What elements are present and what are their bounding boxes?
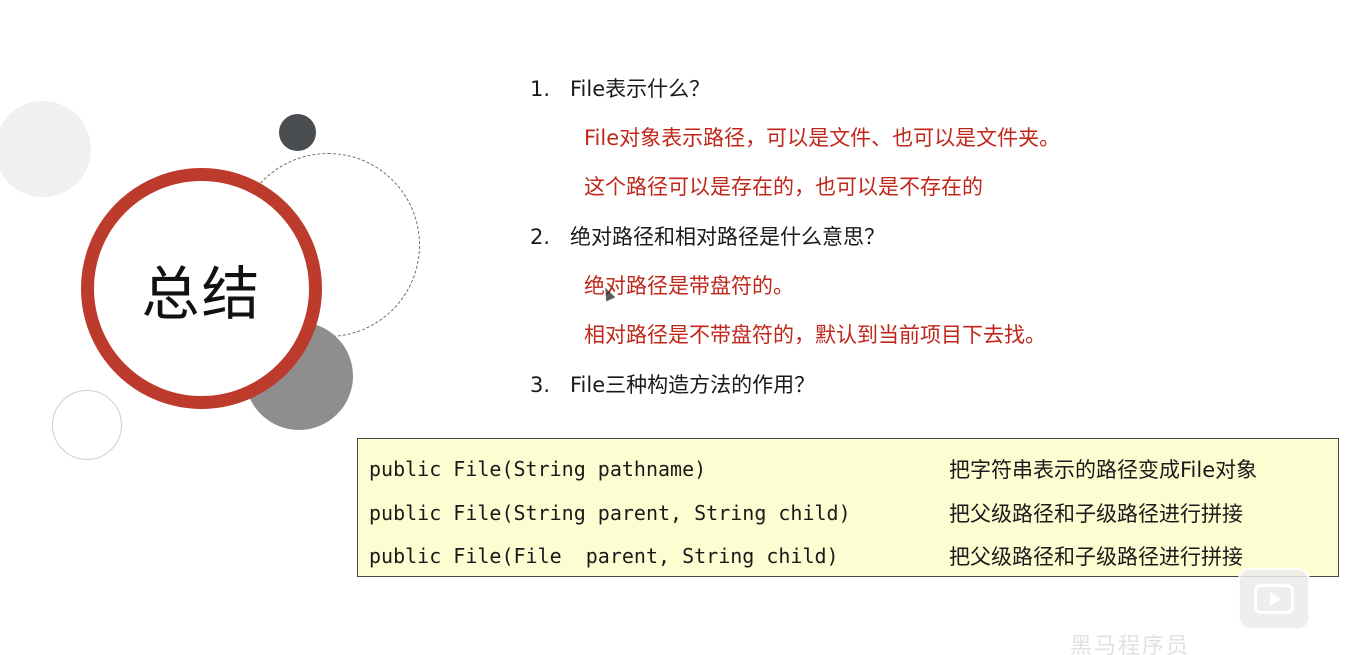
question-1: 1. File表示什么？	[530, 73, 710, 103]
question-number: 3.	[530, 373, 551, 397]
watermark: 黑马程序员	[1070, 634, 1191, 655]
constructor-table: public File(String pathname) 把字符串表示的路径变成…	[357, 438, 1339, 577]
summary-ring: 总结	[81, 168, 322, 409]
decorative-circle-outline	[52, 390, 122, 460]
slide-title: 总结	[141, 259, 262, 328]
answer-1-1: File对象表示路径，可以是文件、也可以是文件夹。	[584, 126, 1061, 150]
constructor-description: 把字符串表示的路径变成File对象	[949, 458, 1258, 482]
question-3: 3. File三种构造方法的作用？	[530, 369, 815, 399]
constructor-row: public File(String pathname) 把字符串表示的路径变成…	[369, 454, 1329, 484]
question-text: 绝对路径和相对路径是什么意思？	[570, 225, 885, 249]
question-number: 2.	[530, 225, 551, 249]
question-2: 2. 绝对路径和相对路径是什么意思？	[530, 221, 885, 251]
constructor-description: 把父级路径和子级路径进行拼接	[949, 545, 1243, 569]
play-triangle-icon	[1270, 592, 1281, 606]
constructor-row: public File(String parent, String child)…	[369, 498, 1329, 528]
answer-2-2: 相对路径是不带盘符的，默认到当前项目下去找。	[584, 323, 1046, 347]
question-number: 1.	[530, 77, 551, 101]
constructor-signature: public File(File parent, String child)	[369, 544, 839, 568]
constructor-description: 把父级路径和子级路径进行拼接	[949, 502, 1243, 526]
decorative-circle-dark	[279, 114, 316, 151]
answer-2-1: 绝对路径是带盘符的。	[584, 274, 794, 298]
constructor-signature: public File(String parent, String child)	[369, 501, 851, 525]
play-icon	[1254, 584, 1294, 614]
play-button[interactable]	[1238, 568, 1310, 630]
answer-1-2: 这个路径可以是存在的，也可以是不存在的	[584, 175, 983, 199]
constructor-signature: public File(String pathname)	[369, 457, 707, 481]
question-text: File表示什么？	[570, 77, 711, 101]
decorative-circle-light	[0, 101, 91, 197]
constructor-row: public File(File parent, String child) 把…	[369, 541, 1329, 571]
question-text: File三种构造方法的作用？	[570, 373, 816, 397]
